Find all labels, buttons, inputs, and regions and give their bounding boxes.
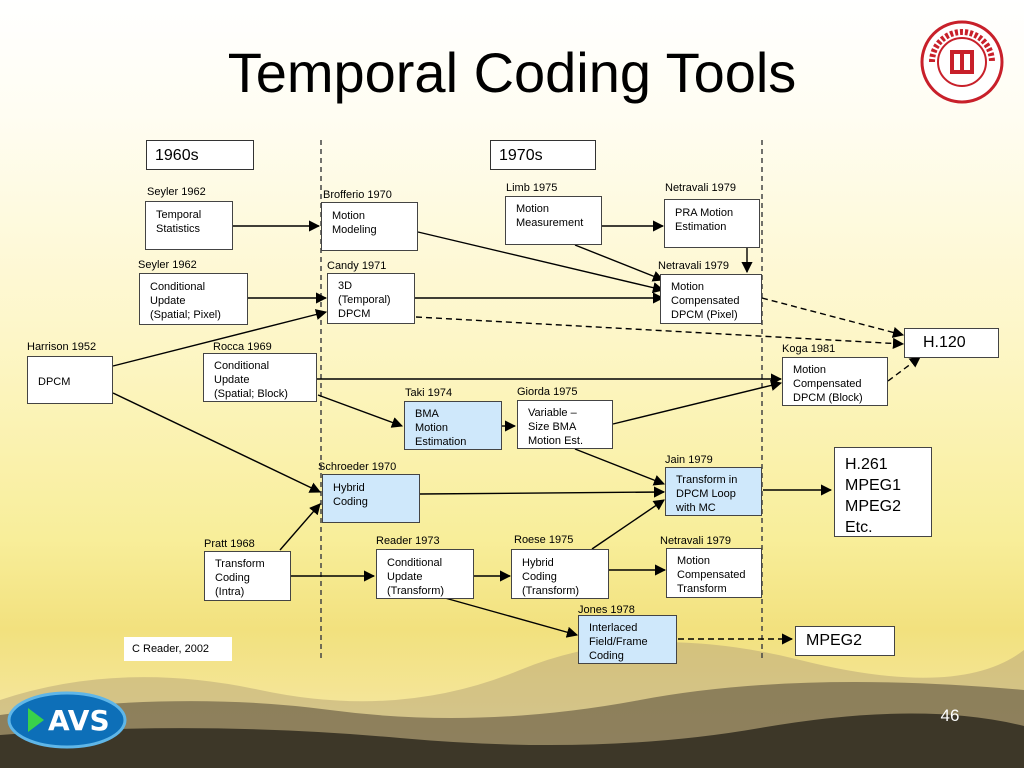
peking-university-seal-icon	[920, 20, 1004, 104]
author-label: Harrison 1952	[27, 341, 97, 353]
output-standards: H.261 MPEG1 MPEG2 Etc.	[834, 447, 932, 537]
author-label: Netravali 1979	[658, 260, 729, 272]
node-pra-motion-estimation: PRA Motion Estimation	[664, 199, 760, 248]
node-dpcm: DPCM	[27, 356, 113, 404]
author-label: Jain 1979	[665, 454, 713, 466]
node-temporal-statistics: Temporal Statistics	[145, 201, 233, 250]
author-label: Giorda 1975	[517, 386, 578, 398]
node-hybrid-coding: Hybrid Coding	[322, 474, 420, 523]
node-transform-coding-intra: Transform Coding (Intra)	[204, 551, 291, 601]
author-label: Rocca 1969	[213, 341, 272, 353]
slide-title: Temporal Coding Tools	[227, 41, 797, 104]
author-label: Candy 1971	[327, 260, 387, 272]
node-conditional-update-pixel: Conditional Update (Spatial; Pixel)	[139, 273, 248, 325]
node-conditional-update-block: Conditional Update (Spatial; Block)	[203, 353, 317, 402]
author-label: Koga 1981	[782, 343, 836, 355]
node-hybrid-coding-transform: Hybrid Coding (Transform)	[511, 549, 609, 599]
node-motion-compensated-dpcm-pixel: Motion Compensated DPCM (Pixel)	[660, 274, 762, 324]
author-label: Schroeder 1970	[318, 461, 397, 473]
node-motion-measurement: Motion Measurement	[505, 196, 602, 245]
page-number: 46	[940, 706, 960, 725]
output-mpeg2: MPEG2	[795, 626, 895, 656]
logo-text: AVS	[48, 704, 110, 737]
credit-label: C Reader, 2002	[124, 637, 232, 661]
node-motion-compensated-dpcm-block: Motion Compensated DPCM (Block)	[782, 357, 888, 406]
era-1970s: 1970s	[490, 140, 596, 170]
node-variable-size-bma: Variable – Size BMA Motion Est.	[517, 400, 613, 449]
author-label: Seyler 1962	[147, 186, 206, 198]
node-bma-motion-estimation: BMA Motion Estimation	[404, 401, 502, 450]
author-label: Brofferio 1970	[323, 189, 392, 201]
node-3d-temporal-dpcm: 3D (Temporal) DPCM	[327, 273, 415, 324]
node-transform-in-dpcm-loop: Transform in DPCM Loop with MC	[665, 467, 762, 516]
output-h120: H.120	[904, 328, 999, 358]
author-label: Pratt 1968	[204, 538, 255, 550]
node-motion-modeling: Motion Modeling	[321, 202, 418, 251]
author-label: Jones 1978	[578, 604, 635, 616]
node-interlaced-field-frame-coding: Interlaced Field/Frame Coding	[578, 615, 677, 664]
author-label: Seyler 1962	[138, 259, 197, 271]
author-label: Roese 1975	[514, 534, 574, 546]
author-label: Netravali 1979	[665, 182, 736, 194]
era-1960s: 1960s	[146, 140, 254, 170]
avs-logo-icon: AVS	[7, 691, 127, 749]
author-label: Netravali 1979	[660, 535, 731, 547]
node-conditional-update-transform: Conditional Update (Transform)	[376, 549, 474, 599]
author-label: Limb 1975	[506, 182, 558, 194]
node-motion-compensated-transform: Motion Compensated Transform	[666, 548, 762, 598]
author-label: Reader 1973	[376, 535, 440, 547]
author-label: Taki 1974	[405, 387, 453, 399]
